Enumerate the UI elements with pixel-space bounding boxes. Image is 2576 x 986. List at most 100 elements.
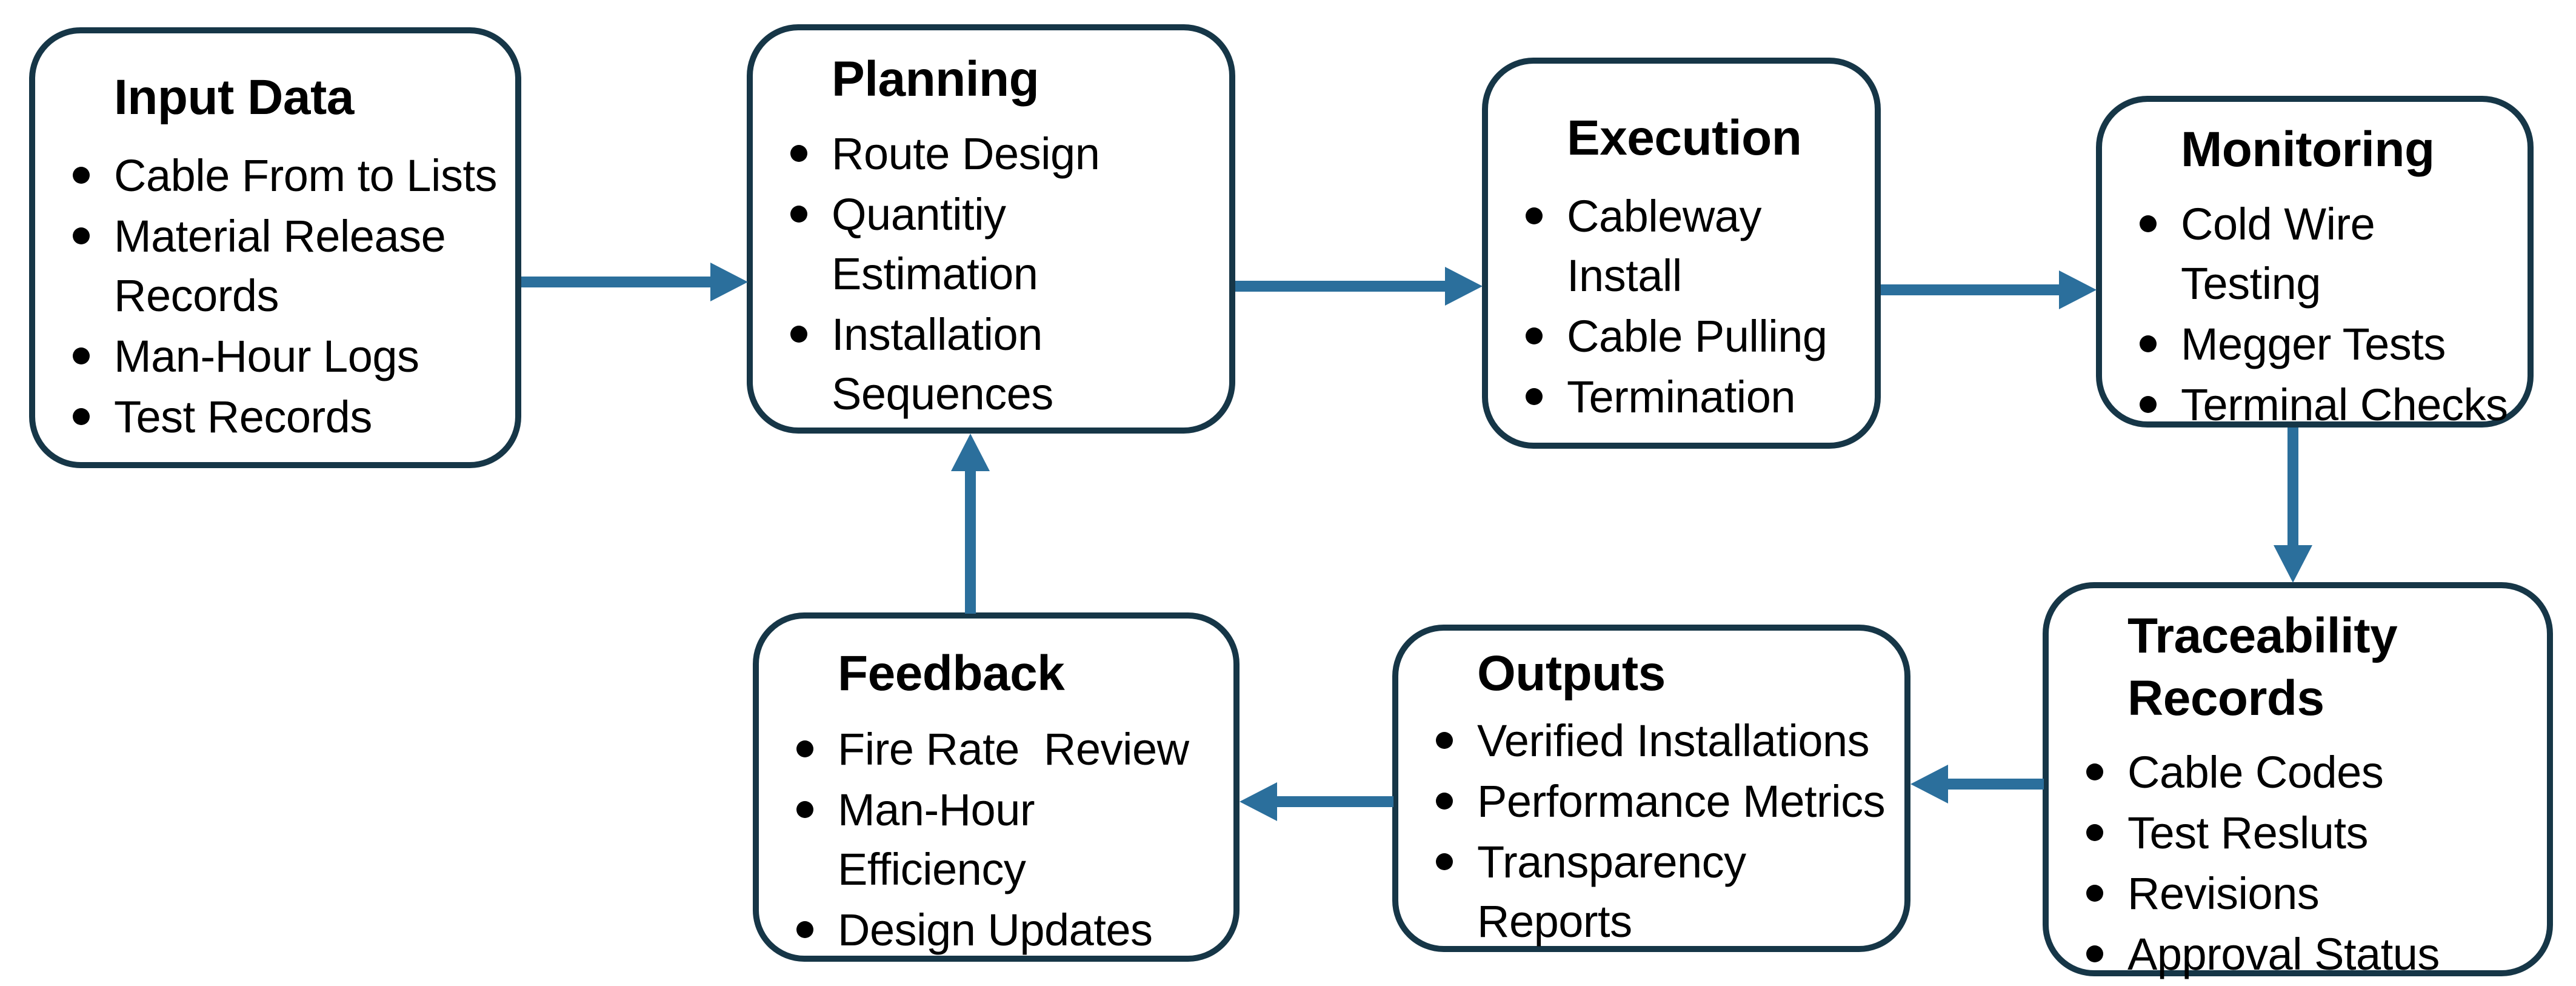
list-item: Man-Hour Efficiency <box>796 780 1224 899</box>
list-item-text: Man-Hour Logs <box>114 330 419 381</box>
box-title: Outputs <box>1477 646 1666 701</box>
list-item: Cold Wire Testing <box>2140 195 2518 314</box>
bullet-icon <box>790 205 807 223</box>
arrow-right-icon <box>710 263 748 301</box>
bullet-icon <box>2086 763 2103 780</box>
list-item: Revisions <box>2086 864 2538 924</box>
list-item-text: Cable Pulling <box>1567 310 1827 361</box>
bullet-icon <box>2140 215 2157 232</box>
arrow-shaft <box>1235 281 1446 292</box>
bullet-icon <box>73 227 90 244</box>
list-item-text: Cable Codes <box>2127 747 2384 797</box>
list-item: Test Records <box>73 387 506 447</box>
arrow-shaft <box>1948 779 2044 790</box>
list-item: Verified Installations <box>1436 711 1895 771</box>
list-item-text: Revisions <box>2127 868 2320 919</box>
box-title: Execution <box>1567 110 1802 166</box>
arrow-right-icon <box>1445 267 1483 306</box>
box-list: Verified Installations Performance Metri… <box>1436 711 1895 951</box>
bullet-icon <box>73 166 90 184</box>
list-item: Cableway Install <box>1526 187 1866 306</box>
bullet-icon <box>796 921 813 938</box>
process-box-feedback: Feedback Fire Rate Review Man-Hour Effic… <box>753 612 1240 962</box>
bullet-icon <box>2140 335 2157 352</box>
arrow-down-icon <box>2274 545 2312 583</box>
bullet-icon <box>73 347 90 364</box>
process-box-traceability-records: Traceability Records Cable Codes Test Re… <box>2043 582 2553 979</box>
list-item: Design Updates <box>796 900 1224 960</box>
bullet-icon <box>73 407 90 425</box>
list-item-text: Approval Status <box>2127 929 2440 979</box>
arrow-right-icon <box>2059 270 2097 309</box>
arrow-up-icon <box>951 434 990 471</box>
list-item: Material Release Records <box>73 207 506 326</box>
bullet-icon <box>1526 327 1543 344</box>
list-item-text: Termination <box>1567 371 1796 422</box>
bullet-icon <box>796 800 813 818</box>
arrow-shaft <box>965 471 976 614</box>
box-list: Fire Rate Review Man-Hour Efficiency Des… <box>796 720 1224 960</box>
list-item: Quantitiy Estimation <box>790 185 1220 304</box>
bullet-icon <box>1436 853 1453 870</box>
list-item-text: Transparency Reports <box>1477 836 1746 947</box>
list-item-text: Fire Rate Review <box>838 723 1189 774</box>
arrow-left-icon <box>1240 782 1277 821</box>
box-title: Input Data <box>114 70 354 125</box>
bullet-icon <box>1526 387 1543 405</box>
list-item-text: Material Release Records <box>114 210 446 321</box>
arrow-left-icon <box>1910 765 1948 803</box>
process-box-planning: Planning Route Design Quantitiy Estimati… <box>747 24 1235 434</box>
arrow-shaft <box>521 277 712 287</box>
process-box-monitoring: Monitoring Cold Wire Testing Megger Test… <box>2096 96 2534 430</box>
bullet-icon <box>790 325 807 343</box>
list-item: Approval Status <box>2086 925 2538 984</box>
list-item: Megger Tests <box>2140 315 2518 374</box>
list-item-text: Installation Sequences <box>832 309 1053 419</box>
bullet-icon <box>2086 885 2103 902</box>
box-title: Monitoring <box>2181 122 2435 177</box>
bullet-icon <box>1436 792 1453 810</box>
box-title: Traceability Records <box>2127 608 2398 726</box>
arrow-shaft <box>2287 428 2298 546</box>
process-box-input-data: Input Data Cable From to Lists Material … <box>29 27 521 468</box>
box-list: Cable From to Lists Material Release Rec… <box>73 146 506 447</box>
box-list: Cable Codes Test Resluts Revisions Appro… <box>2086 743 2538 984</box>
list-item: Terminal Checks <box>2140 375 2518 435</box>
list-item: Man-Hour Logs <box>73 327 506 386</box>
list-item: Termination <box>1526 367 1866 427</box>
list-item-text: Man-Hour Efficiency <box>838 784 1035 894</box>
list-item: Test Resluts <box>2086 803 2538 863</box>
list-item-text: Quantitiy Estimation <box>832 189 1038 299</box>
list-item-text: Route Design <box>832 128 1100 179</box>
arrow-shaft <box>1277 796 1393 807</box>
list-item-text: Test Records <box>114 391 372 442</box>
list-item: Performance Metrics <box>1436 772 1895 831</box>
list-item-text: Megger Tests <box>2181 318 2446 369</box>
list-item: Cable Codes <box>2086 743 2538 802</box>
arrow-shaft <box>1881 284 2060 295</box>
bullet-icon <box>1436 731 1453 749</box>
process-box-execution: Execution Cableway Install Cable Pulling… <box>1482 58 1881 449</box>
list-item-text: Cable From to Lists <box>114 150 498 201</box>
list-item-text: Verified Installations <box>1477 715 1870 766</box>
bullet-icon <box>790 144 807 162</box>
list-item: Fire Rate Review <box>796 720 1224 779</box>
box-list: Cold Wire Testing Megger Tests Terminal … <box>2140 195 2518 435</box>
bullet-icon <box>2140 395 2157 413</box>
process-box-outputs: Outputs Verified Installations Performan… <box>1392 625 1910 952</box>
list-item: Cable Pulling <box>1526 307 1866 366</box>
box-title: Planning <box>832 52 1039 107</box>
bullet-icon <box>2086 945 2103 962</box>
list-item-text: Design Updates <box>838 904 1153 955</box>
list-item-text: Terminal Checks <box>2181 379 2508 430</box>
box-list: Route Design Quantitiy Estimation Instal… <box>790 124 1220 424</box>
list-item-text: Cableway Install <box>1567 190 1761 301</box>
box-list: Cableway Install Cable Pulling Terminati… <box>1526 187 1866 427</box>
list-item-text: Test Resluts <box>2127 808 2369 858</box>
list-item-text: Cold Wire Testing <box>2181 198 2375 309</box>
list-item-text: Performance Metrics <box>1477 776 1886 827</box>
list-item: Transparency Reports <box>1436 833 1895 951</box>
list-item: Installation Sequences <box>790 305 1220 424</box>
list-item: Cable From to Lists <box>73 146 506 206</box>
